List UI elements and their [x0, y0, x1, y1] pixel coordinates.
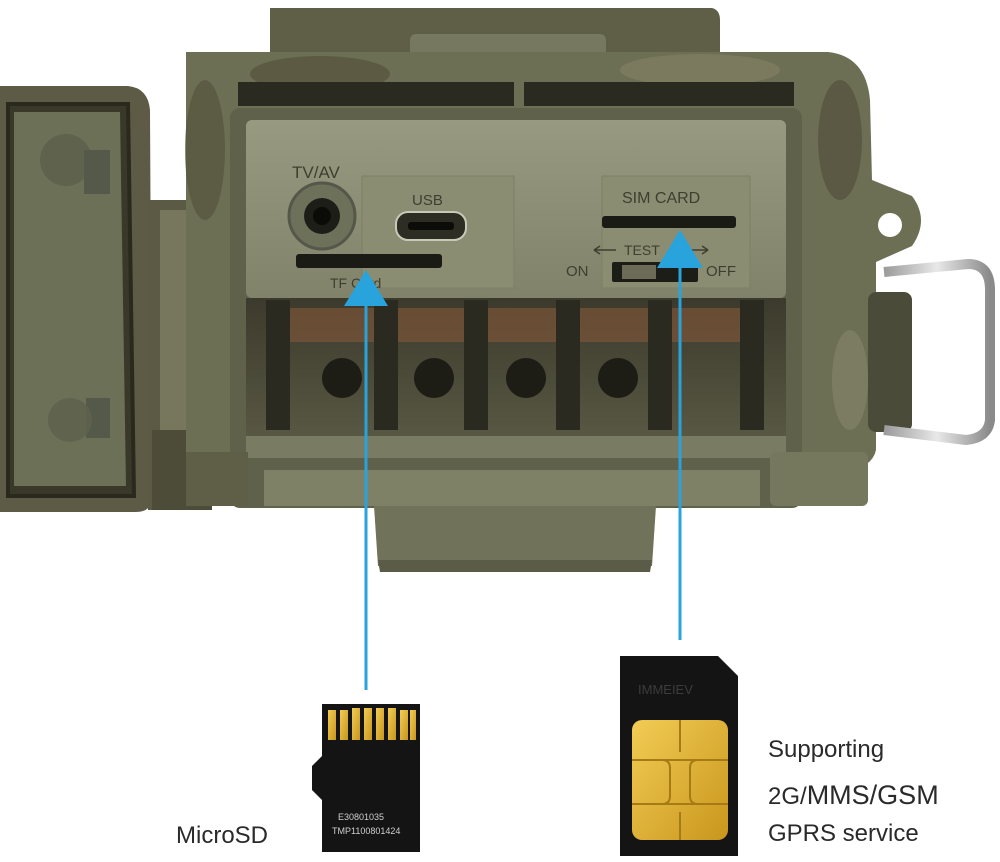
microsd-card: E30801035 TMP1100801424: [312, 704, 420, 852]
support-caption-line-3: GPRS service: [768, 820, 919, 847]
microsd-caption: MicroSD: [176, 822, 269, 849]
metal-handle: [868, 259, 995, 445]
microsd-print-2: TMP1100801424: [332, 826, 400, 836]
microsd-arrow: [344, 270, 388, 690]
camera-door: [0, 86, 152, 512]
sim-card: IMMEIEV: [620, 656, 738, 856]
switch-off-label: OFF: [706, 263, 736, 280]
support-caption-line-1: Supporting: [768, 736, 885, 763]
support-caption-mms-gsm: MMS/GSM: [806, 780, 939, 810]
sim-chip: [632, 720, 728, 840]
tf-card-slot[interactable]: [296, 254, 442, 268]
sim-arrow: [657, 230, 703, 640]
sim-card-label: SIM CARD: [622, 190, 700, 207]
support-caption-line-2: 2G/MMS/GSM: [768, 782, 939, 809]
microsd-print-1: E30801035: [338, 812, 384, 822]
tvav-label: TV/AV: [292, 163, 341, 182]
port-panel: TV/AV USB TF Card SIM CARD TEST ON OFF: [246, 120, 786, 298]
battery-tray: [246, 298, 786, 458]
bottom-latch: [186, 452, 868, 572]
support-caption-2g: 2G/: [768, 783, 807, 810]
sim-print: IMMEIEV: [638, 682, 693, 697]
sim-card-slot[interactable]: [602, 216, 736, 228]
test-label: TEST: [624, 242, 660, 258]
switch-on-label: ON: [566, 263, 589, 280]
usb-label: USB: [412, 192, 443, 209]
